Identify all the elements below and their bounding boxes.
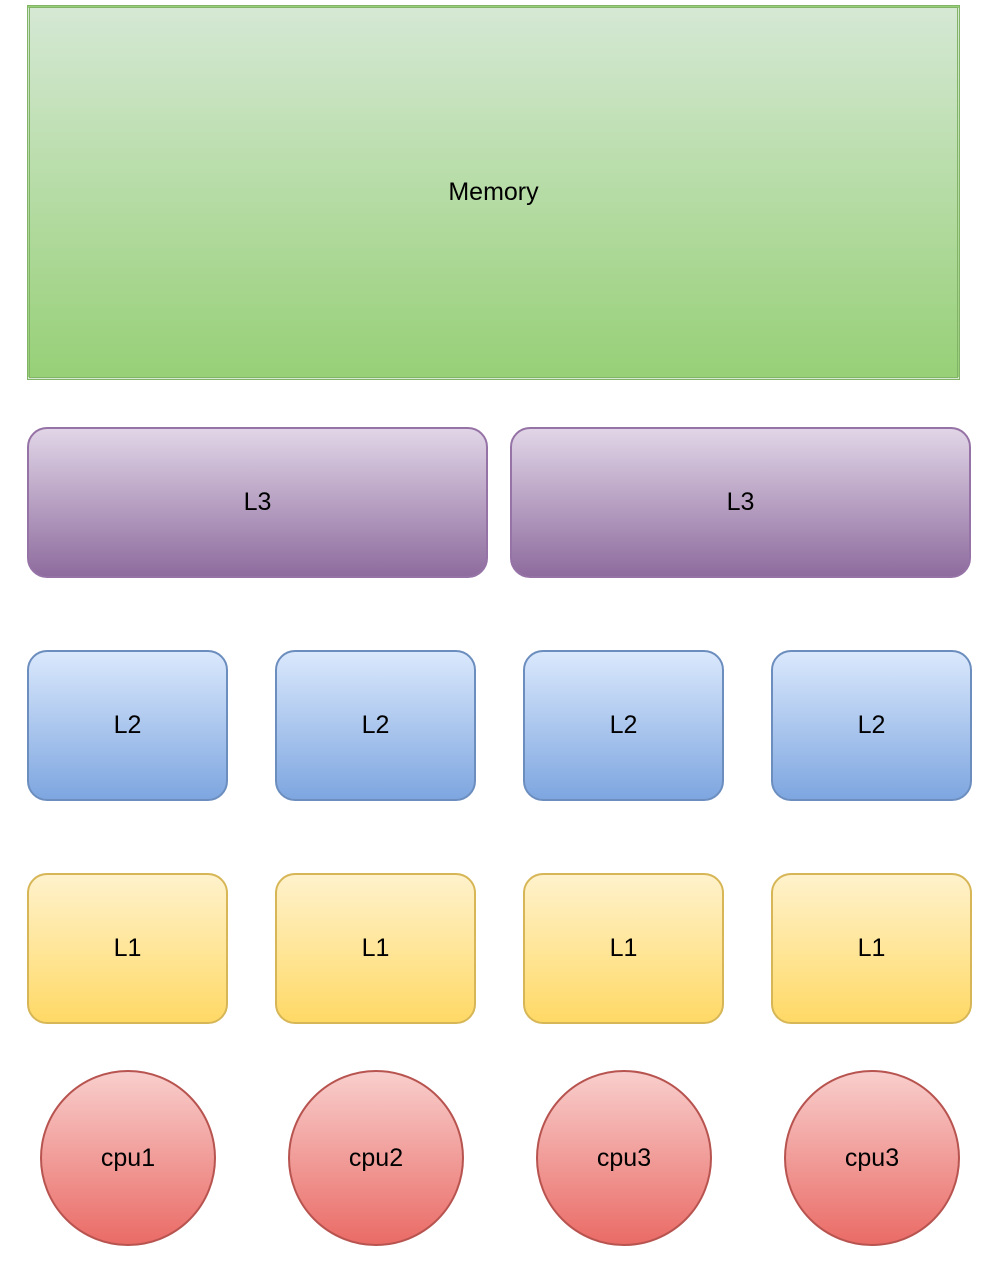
l2-cache-block: L2	[771, 650, 972, 801]
cpu-label: cpu3	[596, 1143, 652, 1172]
l3-cache-block: L3	[510, 427, 971, 578]
l1-cache-block: L1	[275, 873, 476, 1024]
memory-block: Memory	[27, 5, 960, 380]
l1-cache-label: L1	[361, 934, 390, 962]
cpu-label: cpu1	[100, 1143, 156, 1172]
l1-cache-label: L1	[609, 934, 638, 962]
l2-cache-label: L2	[361, 711, 390, 739]
cpu-circle: cpu3	[536, 1070, 712, 1246]
cpu-circle: cpu3	[784, 1070, 960, 1246]
l1-cache-label: L1	[857, 934, 886, 962]
memory-label: Memory	[448, 178, 539, 206]
l2-cache-label: L2	[113, 711, 142, 739]
cpu-label: cpu3	[844, 1143, 900, 1172]
l2-cache-block: L2	[275, 650, 476, 801]
l3-cache-label: L3	[243, 488, 272, 516]
l2-cache-label: L2	[857, 711, 886, 739]
l1-cache-block: L1	[27, 873, 228, 1024]
l3-cache-label: L3	[726, 488, 755, 516]
cpu-circle: cpu1	[40, 1070, 216, 1246]
l3-cache-block: L3	[27, 427, 488, 578]
l1-cache-block: L1	[523, 873, 724, 1024]
l1-cache-label: L1	[113, 934, 142, 962]
cpu-circle: cpu2	[288, 1070, 464, 1246]
cpu-label: cpu2	[348, 1143, 404, 1172]
l1-cache-block: L1	[771, 873, 972, 1024]
l2-cache-block: L2	[27, 650, 228, 801]
l2-cache-label: L2	[609, 711, 638, 739]
l2-cache-block: L2	[523, 650, 724, 801]
